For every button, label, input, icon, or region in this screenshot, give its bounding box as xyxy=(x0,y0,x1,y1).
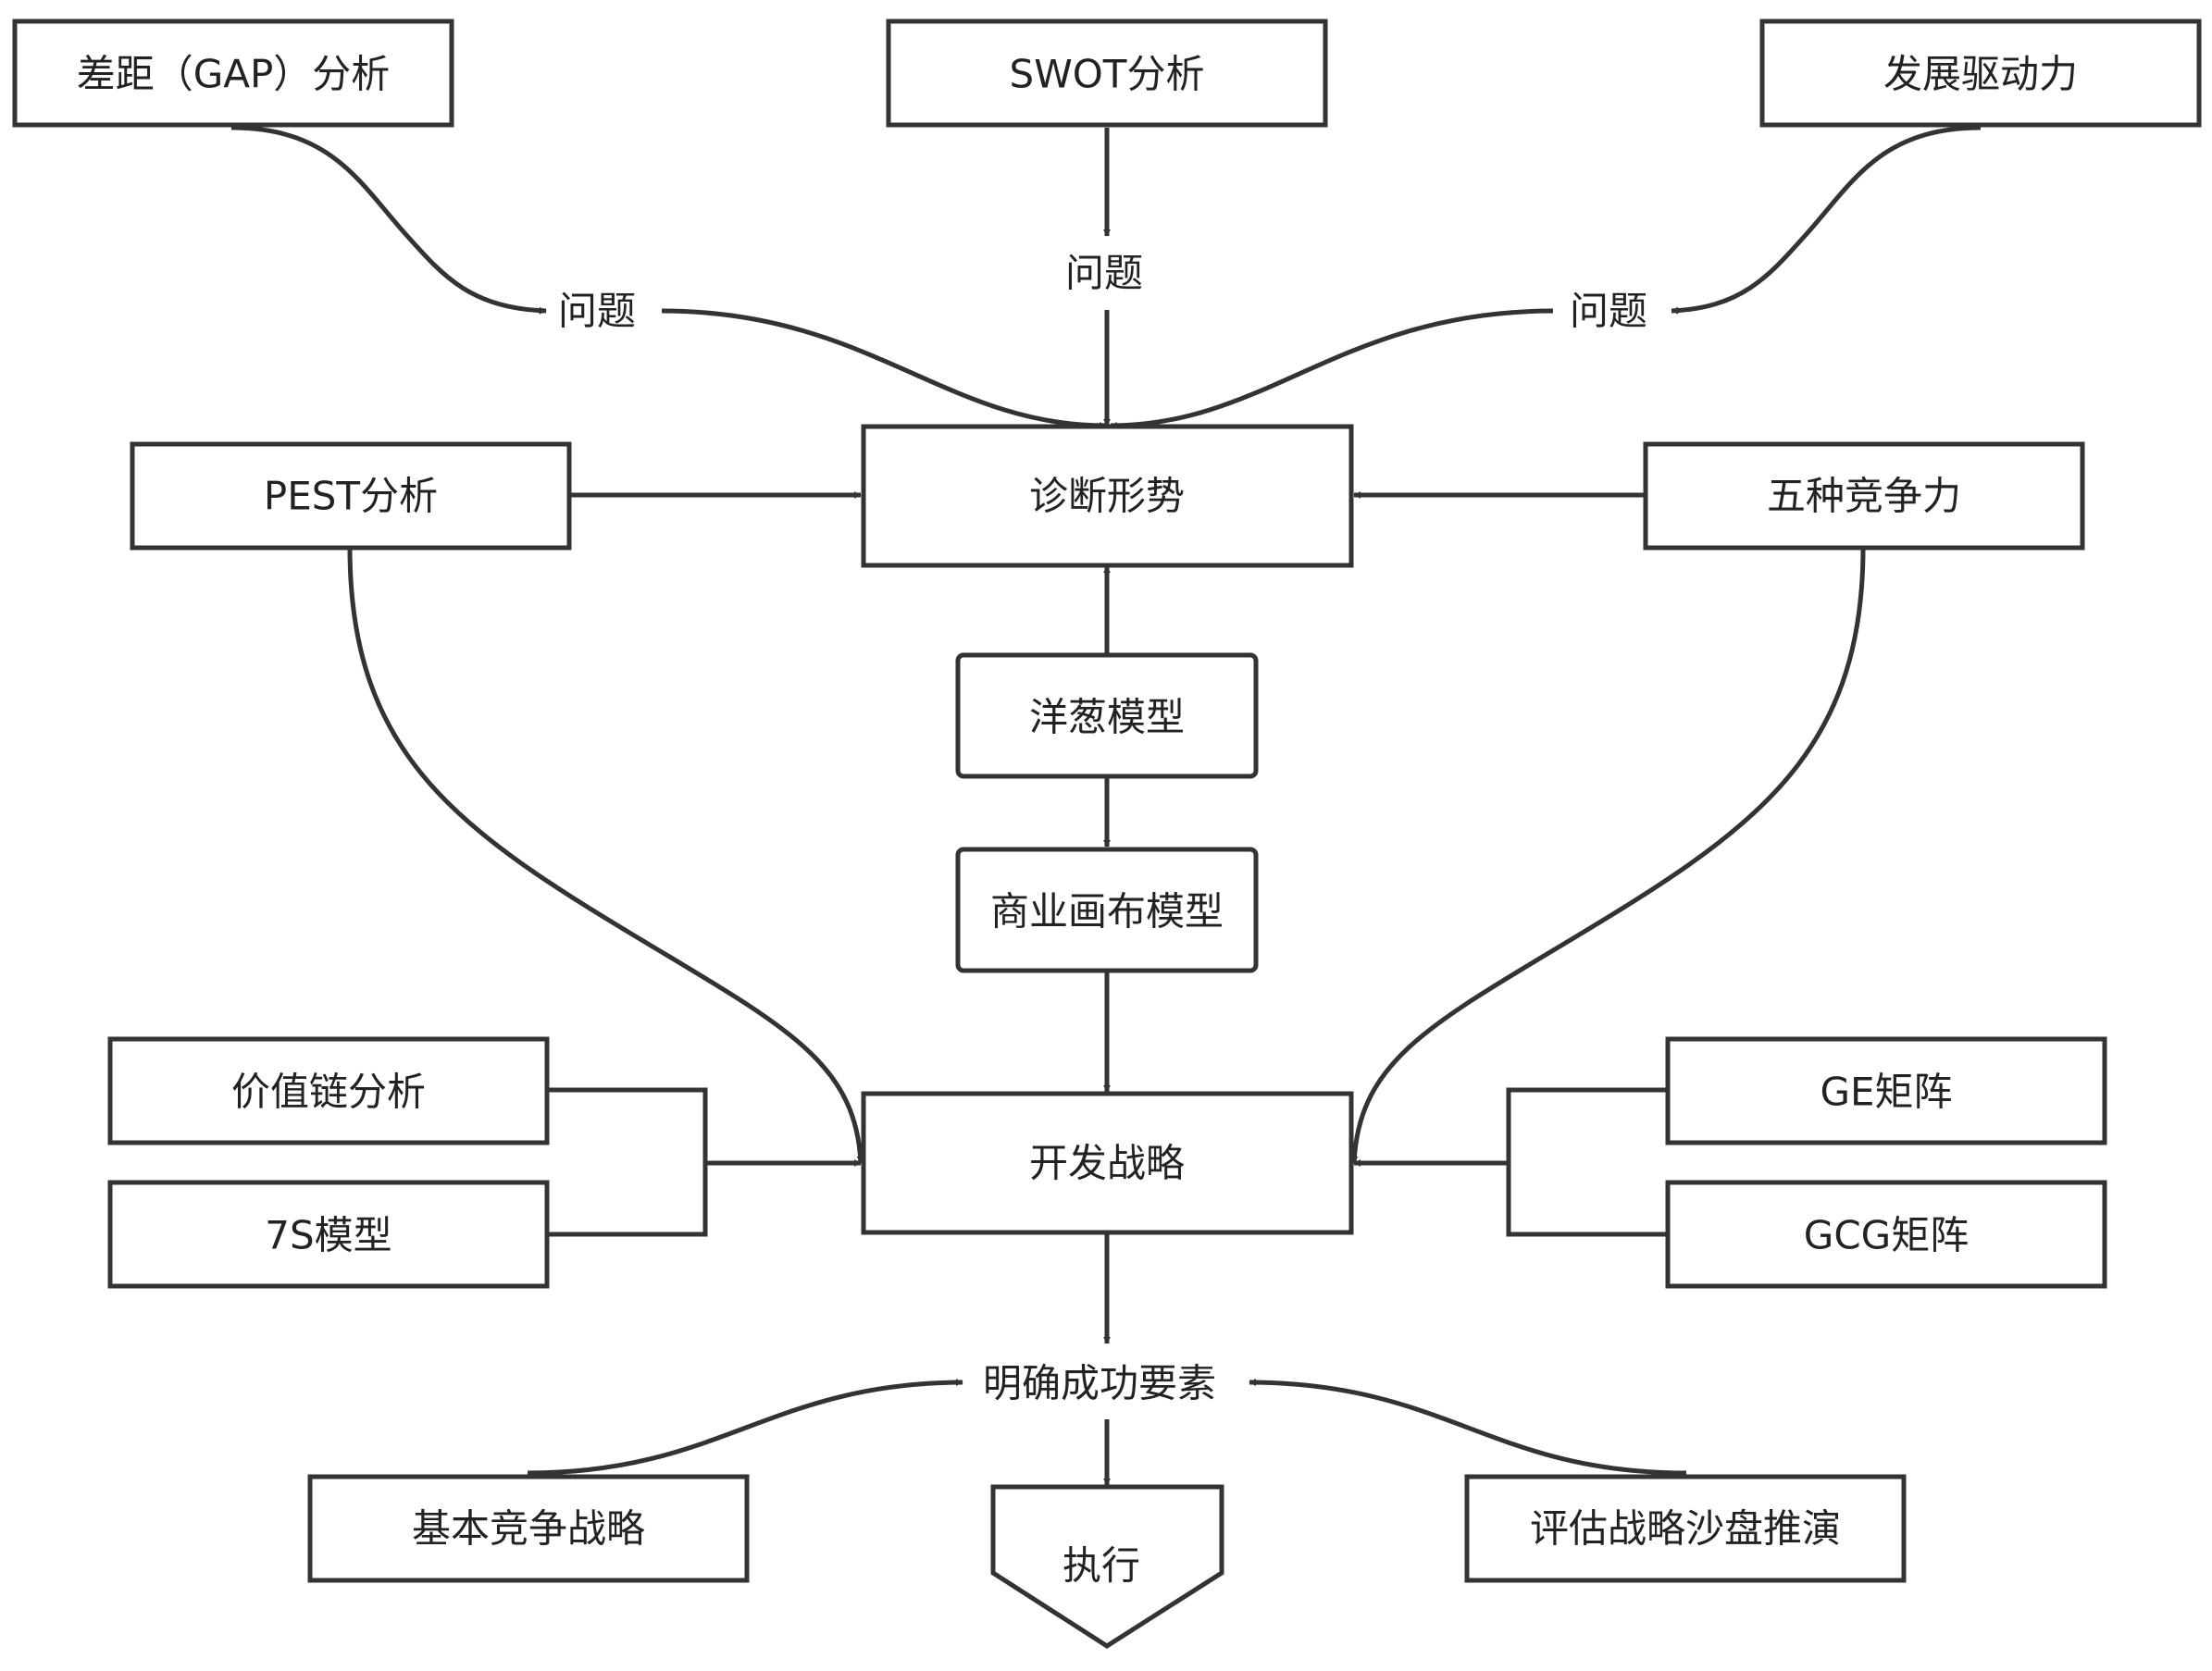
node-ge-label: GE矩阵 xyxy=(1820,1070,1952,1115)
edge-question-left-to-diagnose xyxy=(661,308,1107,429)
nodes: 差距（GAP）分析 SWOT分析 发展驱动力 问题 问题 问题 PEST分析 诊… xyxy=(12,19,2202,1649)
edge-five-forces-to-develop xyxy=(1350,547,1866,1164)
node-value-chain-label: 价值链分析 xyxy=(231,1070,426,1115)
edges xyxy=(230,125,1982,1486)
edge-pest-to-develop xyxy=(347,547,864,1164)
node-question-left-label: 问题 xyxy=(558,289,636,334)
node-diagnose-label: 诊断形势 xyxy=(1029,474,1185,519)
node-basic-label: 基本竞争战略 xyxy=(412,1506,645,1552)
node-question-right-label: 问题 xyxy=(1570,289,1647,334)
edge-evaluate-to-success xyxy=(1249,1379,1687,1476)
node-swot-label: SWOT分析 xyxy=(1010,52,1205,97)
node-evaluate-label: 评估战略沙盘推演 xyxy=(1530,1506,1841,1552)
node-basic-box xyxy=(307,1474,750,1583)
node-driver-box xyxy=(1759,19,2202,128)
node-execute-shape xyxy=(990,1484,1224,1649)
node-gcg-box xyxy=(1665,1180,2107,1289)
node-swot-box xyxy=(886,19,1328,128)
node-gap-label: 差距（GAP）分析 xyxy=(77,52,391,97)
node-five-forces-label: 五种竞争力 xyxy=(1767,474,1961,519)
node-onion-box xyxy=(955,652,1259,779)
node-execute-label: 执行 xyxy=(1063,1543,1140,1589)
node-canvas-box xyxy=(955,847,1259,973)
node-ge-box xyxy=(1665,1036,2107,1145)
node-pest-label: PEST分析 xyxy=(264,474,438,519)
node-gap-box xyxy=(12,19,454,128)
node-seven-s-box xyxy=(107,1180,550,1289)
node-canvas-label: 商业画布模型 xyxy=(990,889,1224,935)
edge-basic-to-success xyxy=(527,1379,963,1476)
node-seven-s-label: 7S模型 xyxy=(265,1213,391,1258)
node-develop-label: 开发战略 xyxy=(1029,1141,1185,1186)
edge-question-right-to-diagnose xyxy=(1110,308,1554,429)
node-evaluate-box xyxy=(1464,1474,1907,1583)
node-pest-box xyxy=(130,441,572,551)
node-gcg-label: GCG矩阵 xyxy=(1804,1213,1969,1258)
node-driver-label: 发展驱动力 xyxy=(1883,52,2078,97)
node-diagnose-box xyxy=(861,424,1354,568)
node-value-chain-box xyxy=(107,1036,550,1145)
node-question-mid-label: 问题 xyxy=(1065,251,1143,296)
edge-driver-to-question xyxy=(1671,125,1982,315)
node-five-forces-box xyxy=(1643,441,2085,551)
node-success-label: 明确成功要素 xyxy=(983,1361,1216,1406)
node-develop-box xyxy=(861,1091,1354,1235)
edge-ge-bracket xyxy=(1506,1087,1666,1237)
node-onion-label: 洋葱模型 xyxy=(1029,695,1185,740)
edge-value-chain-bracket xyxy=(548,1087,708,1237)
edge-gap-to-question xyxy=(230,125,547,315)
